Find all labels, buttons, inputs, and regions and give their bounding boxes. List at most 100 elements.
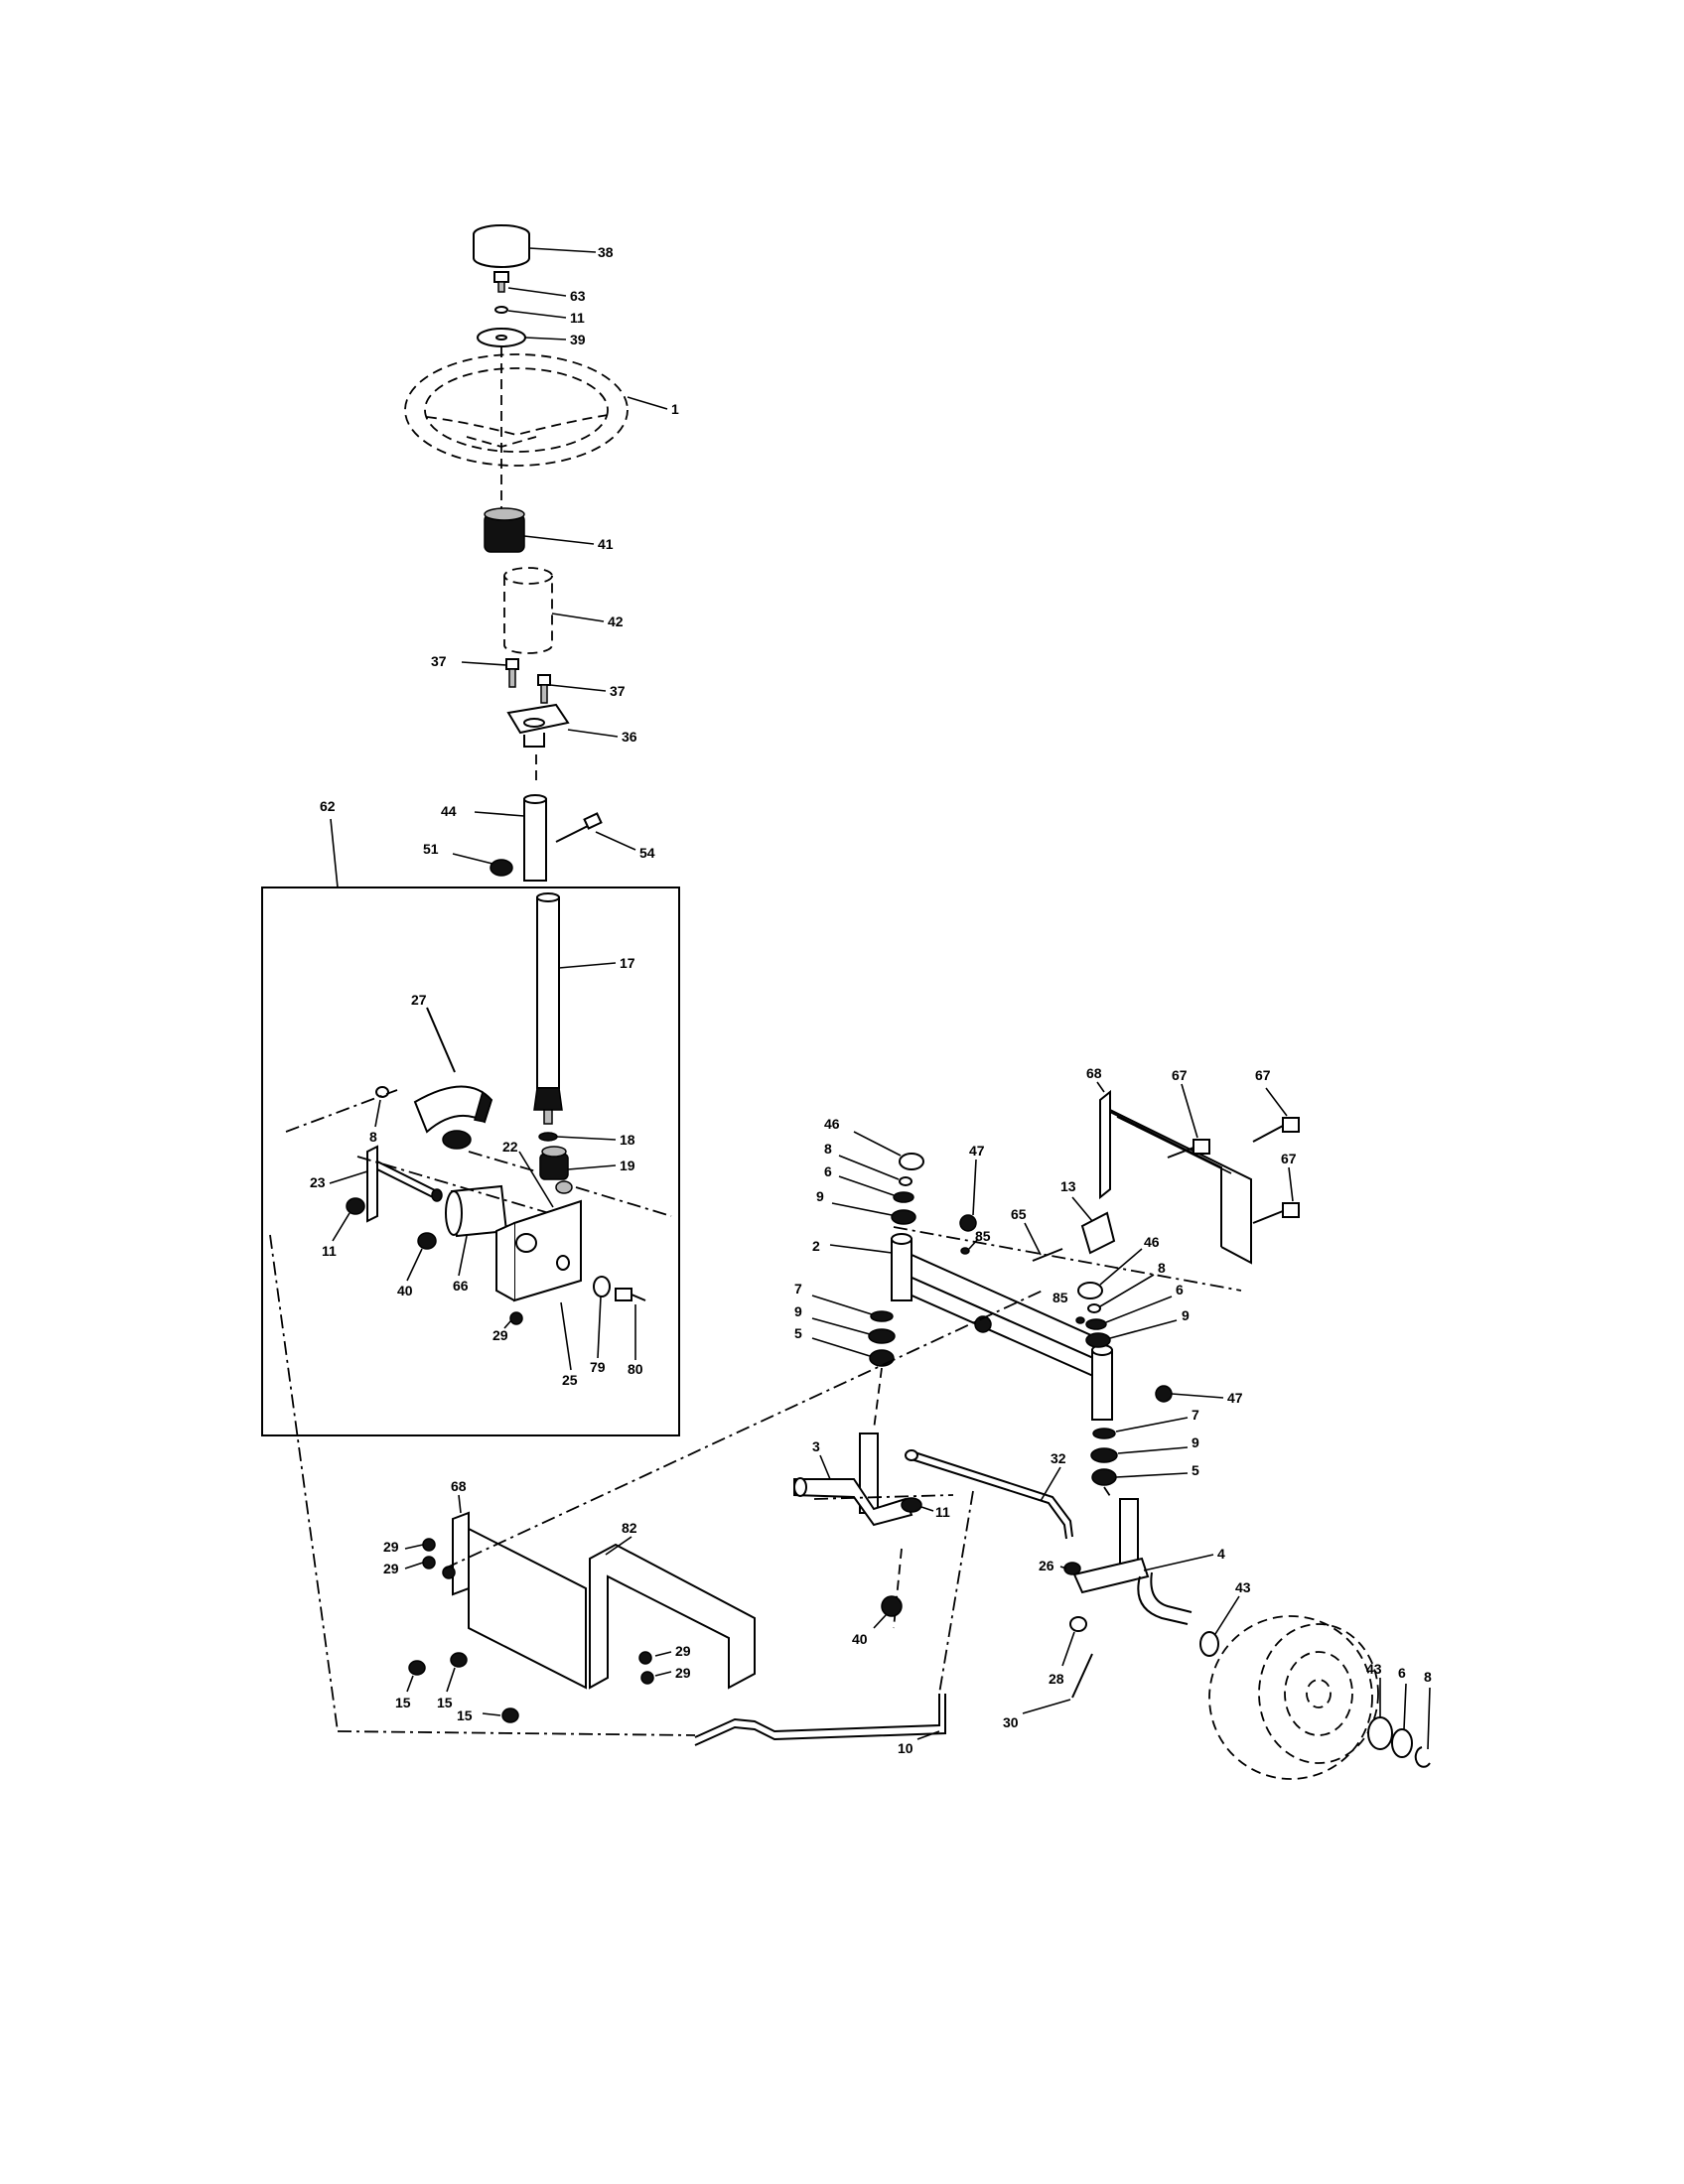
bushing-part-5b — [1091, 1468, 1189, 1486]
column-bracket-part — [506, 703, 619, 748]
cap-part-46b — [1077, 1248, 1143, 1299]
clip-part-8b — [838, 1155, 912, 1186]
pinion-part-19 — [539, 1146, 617, 1194]
clip-part-8d — [1414, 1687, 1431, 1768]
label-6b: 6 — [1176, 1282, 1184, 1297]
label-7b: 7 — [1192, 1407, 1199, 1423]
label-11a: 11 — [570, 310, 585, 326]
fitting-part-47b — [1155, 1385, 1224, 1403]
washer-part — [477, 328, 567, 347]
axle-bracket-part-68 — [1096, 1081, 1252, 1265]
label-54: 54 — [639, 845, 655, 861]
label-25: 25 — [562, 1372, 578, 1388]
label-40b: 40 — [852, 1631, 868, 1647]
label-68b: 68 — [451, 1478, 467, 1494]
label-6a: 6 — [824, 1163, 832, 1179]
tie-rod-part-10 — [694, 1694, 946, 1746]
label-15c: 15 — [457, 1707, 473, 1723]
spindle-left-part-3 — [793, 1433, 913, 1527]
washer-part-43b — [1367, 1678, 1393, 1750]
label-9a: 9 — [816, 1188, 824, 1204]
bearing-part-9a — [831, 1202, 916, 1225]
label-79: 79 — [590, 1359, 606, 1375]
label-29b: 29 — [383, 1539, 399, 1555]
label-8a: 8 — [369, 1129, 377, 1145]
upper-shaft-part — [474, 794, 547, 882]
label-85a: 85 — [975, 1228, 991, 1244]
mount-bracket-part-25 — [495, 1199, 582, 1371]
shaft-bracket-part-23 — [329, 1145, 443, 1223]
spacer-part-13 — [1071, 1196, 1116, 1255]
label-42: 42 — [608, 614, 624, 629]
label-36: 36 — [622, 729, 637, 745]
label-15a: 15 — [395, 1695, 411, 1710]
label-29c: 29 — [383, 1561, 399, 1576]
label-47a: 47 — [969, 1143, 985, 1159]
pin-part-85a — [960, 1238, 979, 1255]
nut-part-40a — [406, 1232, 437, 1282]
label-8d: 8 — [1424, 1669, 1432, 1685]
nut-part-51 — [452, 853, 513, 877]
frame-bracket-part-82 — [589, 1536, 756, 1690]
label-30: 30 — [1003, 1714, 1019, 1730]
label-29d: 29 — [675, 1643, 691, 1659]
drag-link-part-32 — [905, 1449, 1073, 1540]
label-82: 82 — [622, 1520, 637, 1536]
washer-part-18 — [538, 1132, 617, 1142]
label-8b: 8 — [824, 1141, 832, 1157]
spindle-right-part-4 — [1072, 1498, 1214, 1625]
bearing-part-9b — [1085, 1319, 1178, 1348]
label-65: 65 — [1011, 1206, 1027, 1222]
steering-wheel-part — [404, 353, 668, 467]
label-1: 1 — [671, 401, 679, 417]
bushing-part — [484, 507, 595, 553]
label-15b: 15 — [437, 1695, 453, 1710]
label-68a: 68 — [1086, 1065, 1102, 1081]
label-67b: 67 — [1255, 1067, 1271, 1083]
label-11b: 11 — [322, 1243, 337, 1259]
label-6c: 6 — [1398, 1665, 1406, 1681]
screws-group-29 — [404, 1538, 672, 1685]
column-tube-part — [503, 567, 605, 654]
clip-part-8c — [1087, 1274, 1155, 1313]
fitting-part-47a — [959, 1159, 977, 1232]
sector-gear-part — [413, 1007, 493, 1150]
label-39: 39 — [570, 332, 586, 347]
label-9d: 9 — [1192, 1434, 1199, 1450]
label-19: 19 — [620, 1158, 635, 1173]
label-43b: 43 — [1366, 1661, 1382, 1677]
bolt-part-54 — [555, 812, 636, 851]
label-11c: 11 — [935, 1504, 950, 1520]
assembly-box — [261, 818, 680, 1436]
bolt-left-part — [461, 658, 519, 688]
label-7a: 7 — [794, 1281, 802, 1297]
label-37a: 37 — [431, 653, 447, 669]
label-32: 32 — [1051, 1450, 1066, 1466]
label-9b: 9 — [1182, 1307, 1190, 1323]
nut-part-40b — [873, 1595, 903, 1629]
label-38: 38 — [598, 244, 614, 260]
label-41: 41 — [598, 536, 614, 552]
bolt-part-80 — [615, 1288, 646, 1360]
nut-part-26 — [1059, 1562, 1081, 1575]
bolt-right-part — [537, 674, 607, 704]
washer-part-79 — [593, 1276, 611, 1359]
label-46b: 46 — [1144, 1234, 1160, 1250]
washer-part-7a — [811, 1295, 894, 1322]
bolt-part-67c — [1252, 1166, 1300, 1224]
pin-part-85b — [1075, 1316, 1085, 1324]
washer-part-6c — [1391, 1683, 1413, 1758]
label-29a: 29 — [492, 1327, 508, 1343]
washer-part-28 — [1061, 1616, 1087, 1667]
spacer-part-66 — [445, 1184, 508, 1277]
washer-part-6b — [1085, 1296, 1173, 1330]
nut-part-11c — [901, 1497, 934, 1513]
cap-part-46a — [853, 1131, 924, 1170]
nut-part-11b — [332, 1197, 365, 1242]
label-5b: 5 — [1192, 1462, 1199, 1478]
label-4: 4 — [1217, 1546, 1225, 1562]
label-10: 10 — [898, 1740, 913, 1756]
label-46a: 46 — [824, 1116, 840, 1132]
screw-part-29a — [503, 1311, 523, 1329]
